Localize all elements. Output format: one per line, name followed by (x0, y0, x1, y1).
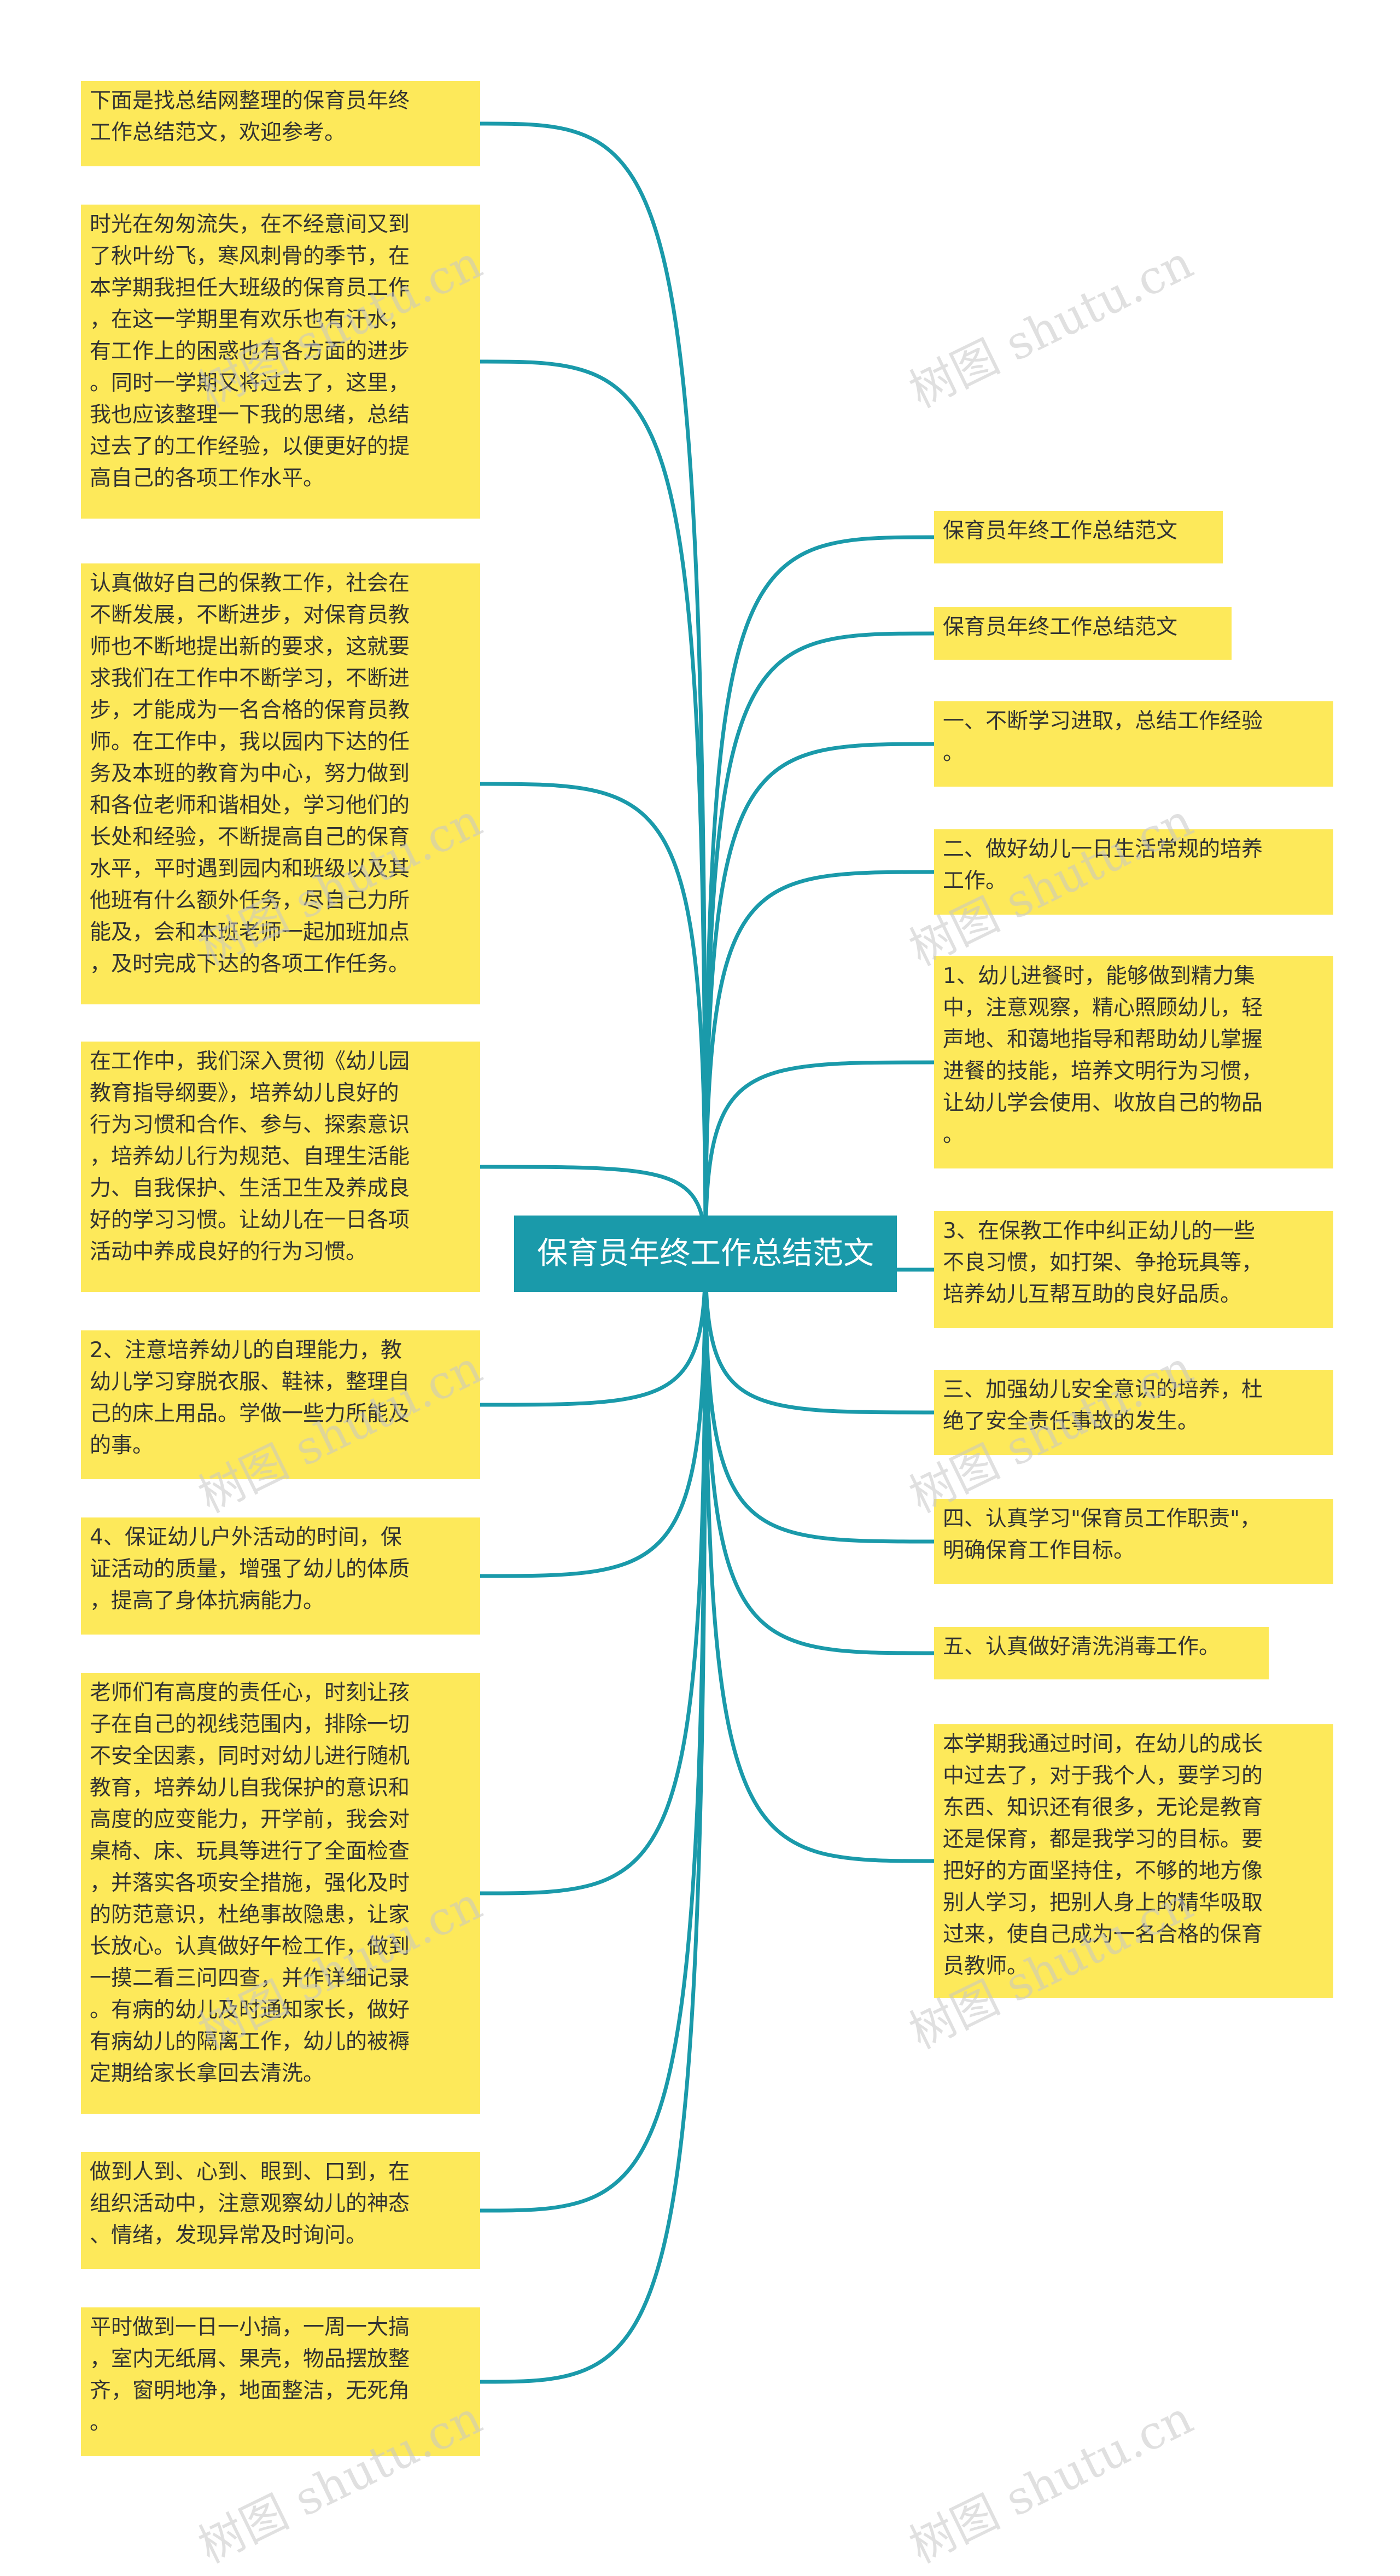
connector-right-11 (703, 742, 936, 1256)
left-node-4[interactable]: 在工作中，我们深入贯彻《幼儿园 教育指导纲要》，培养幼儿良好的 行为习惯和合作、… (81, 1042, 480, 1292)
connector-right-13 (703, 1060, 936, 1256)
right-node-10[interactable]: 本学期我通过时间，在幼儿的成长 中过去了，对于我个人，要学习的 东西、知识还有很… (934, 1724, 1333, 1998)
connector-left-8 (478, 1252, 708, 2384)
connector-right-10 (703, 631, 936, 1256)
connector-right-16 (703, 1252, 936, 1544)
right-node-9[interactable]: 五、认真做好清洗消毒工作。 (934, 1627, 1269, 1679)
left-node-1[interactable]: 下面是找总结网整理的保育员年终 工作总结范文，欢迎参考。 (81, 81, 480, 166)
connector-left-2 (478, 782, 708, 1256)
right-node-1[interactable]: 保育员年终工作总结范文 (934, 511, 1223, 563)
connector-right-9 (703, 535, 936, 1256)
connector-right-17 (703, 1252, 936, 1655)
connector-left-6 (478, 1252, 708, 1895)
right-node-3[interactable]: 一、不断学习进取，总结工作经验 。 (934, 701, 1333, 787)
central-topic[interactable]: 保育员年终工作总结范文 (514, 1216, 897, 1292)
right-node-8[interactable]: 四、认真学习"保育员工作职责"， 明确保育工作目标。 (934, 1499, 1333, 1584)
right-node-6[interactable]: 3、在保教工作中纠正幼儿的一些 不良习惯，如打架、争抢玩具等， 培养幼儿互帮互助… (934, 1211, 1333, 1328)
connector-left-4 (478, 1252, 708, 1407)
left-node-6[interactable]: 4、保证幼儿户外活动的时间，保 证活动的质量，增强了幼儿的体质 ，提高了身体抗病… (81, 1517, 480, 1635)
left-node-5[interactable]: 2、注意培养幼儿的自理能力，教 幼儿学习穿脱衣服、鞋袜，整理自 己的床上用品。学… (81, 1330, 480, 1479)
connector-left-1 (478, 359, 708, 1256)
connector-right-12 (703, 870, 936, 1256)
connector-left-0 (478, 121, 708, 1256)
connector-left-7 (478, 1252, 708, 2213)
right-node-2[interactable]: 保育员年终工作总结范文 (934, 607, 1232, 660)
connector-right-18 (703, 1252, 936, 1863)
left-node-2[interactable]: 时光在匆匆流失，在不经意间又到 了秋叶纷飞，寒风刺骨的季节，在 本学期我担任大班… (81, 205, 480, 519)
left-node-9[interactable]: 平时做到一日一小搞，一周一大搞 ，室内无纸屑、果壳，物品摆放整 齐，窗明地净，地… (81, 2307, 480, 2456)
right-node-7[interactable]: 三、加强幼儿安全意识的培养，杜 绝了安全责任事故的发生。 (934, 1370, 1333, 1455)
right-node-4[interactable]: 二、做好幼儿一日生活常规的培养 工作。 (934, 829, 1333, 915)
connector-left-5 (478, 1252, 708, 1578)
left-node-3[interactable]: 认真做好自己的保教工作，社会在 不断发展，不断进步，对保育员教 师也不断地提出新… (81, 563, 480, 1004)
right-node-5[interactable]: 1、幼儿进餐时，能够做到精力集 中，注意观察，精心照顾幼儿，轻 声地、和蔼地指导… (934, 956, 1333, 1168)
left-node-8[interactable]: 做到人到、心到、眼到、口到，在 组织活动中，注意观察幼儿的神态 、情绪，发现异常… (81, 2152, 480, 2269)
left-node-7[interactable]: 老师们有高度的责任心，时刻让孩 子在自己的视线范围内，排除一切 不安全因素，同时… (81, 1673, 480, 2114)
